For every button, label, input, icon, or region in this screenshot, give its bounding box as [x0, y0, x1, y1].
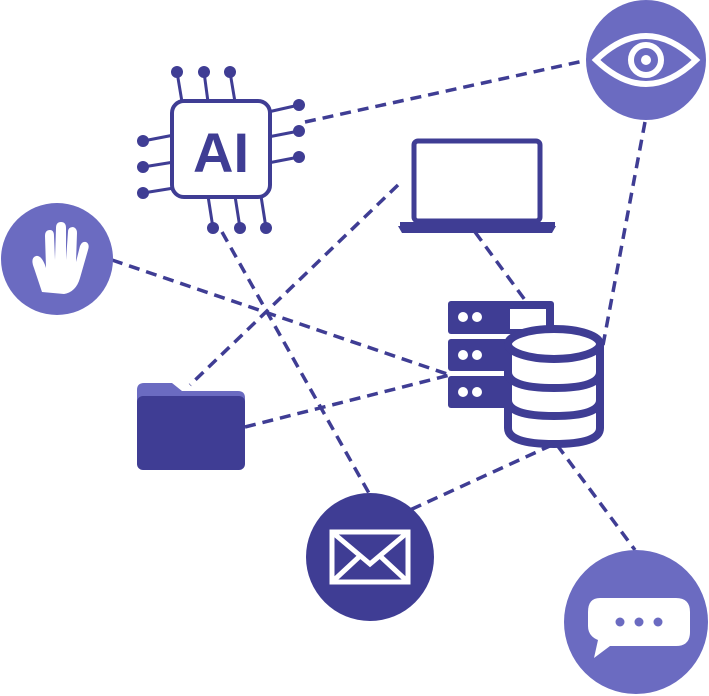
- connector-eye-database: [601, 121, 647, 346]
- connector-laptop-server: [473, 230, 527, 302]
- chat-bubble-icon: [564, 550, 708, 694]
- ai-chip-label: AI: [193, 121, 249, 184]
- connector-database-chat: [555, 443, 637, 552]
- server-icon: [448, 301, 554, 408]
- database-icon: [504, 325, 604, 449]
- hand-icon: [1, 203, 113, 315]
- connector-database-envelope: [409, 443, 553, 512]
- envelope-icon: [306, 493, 434, 621]
- ai-chip-icon: AI: [137, 66, 305, 234]
- connector-folder-server: [244, 373, 451, 429]
- connections: [111, 58, 647, 552]
- connector-hand-server: [111, 258, 451, 377]
- connector-ai-envelope: [220, 231, 372, 496]
- connector-ai-eye: [304, 58, 589, 124]
- eye-icon: [586, 0, 706, 120]
- connector-laptop-folder: [188, 183, 400, 387]
- laptop-icon: [398, 138, 556, 233]
- folder-icon: [137, 383, 245, 470]
